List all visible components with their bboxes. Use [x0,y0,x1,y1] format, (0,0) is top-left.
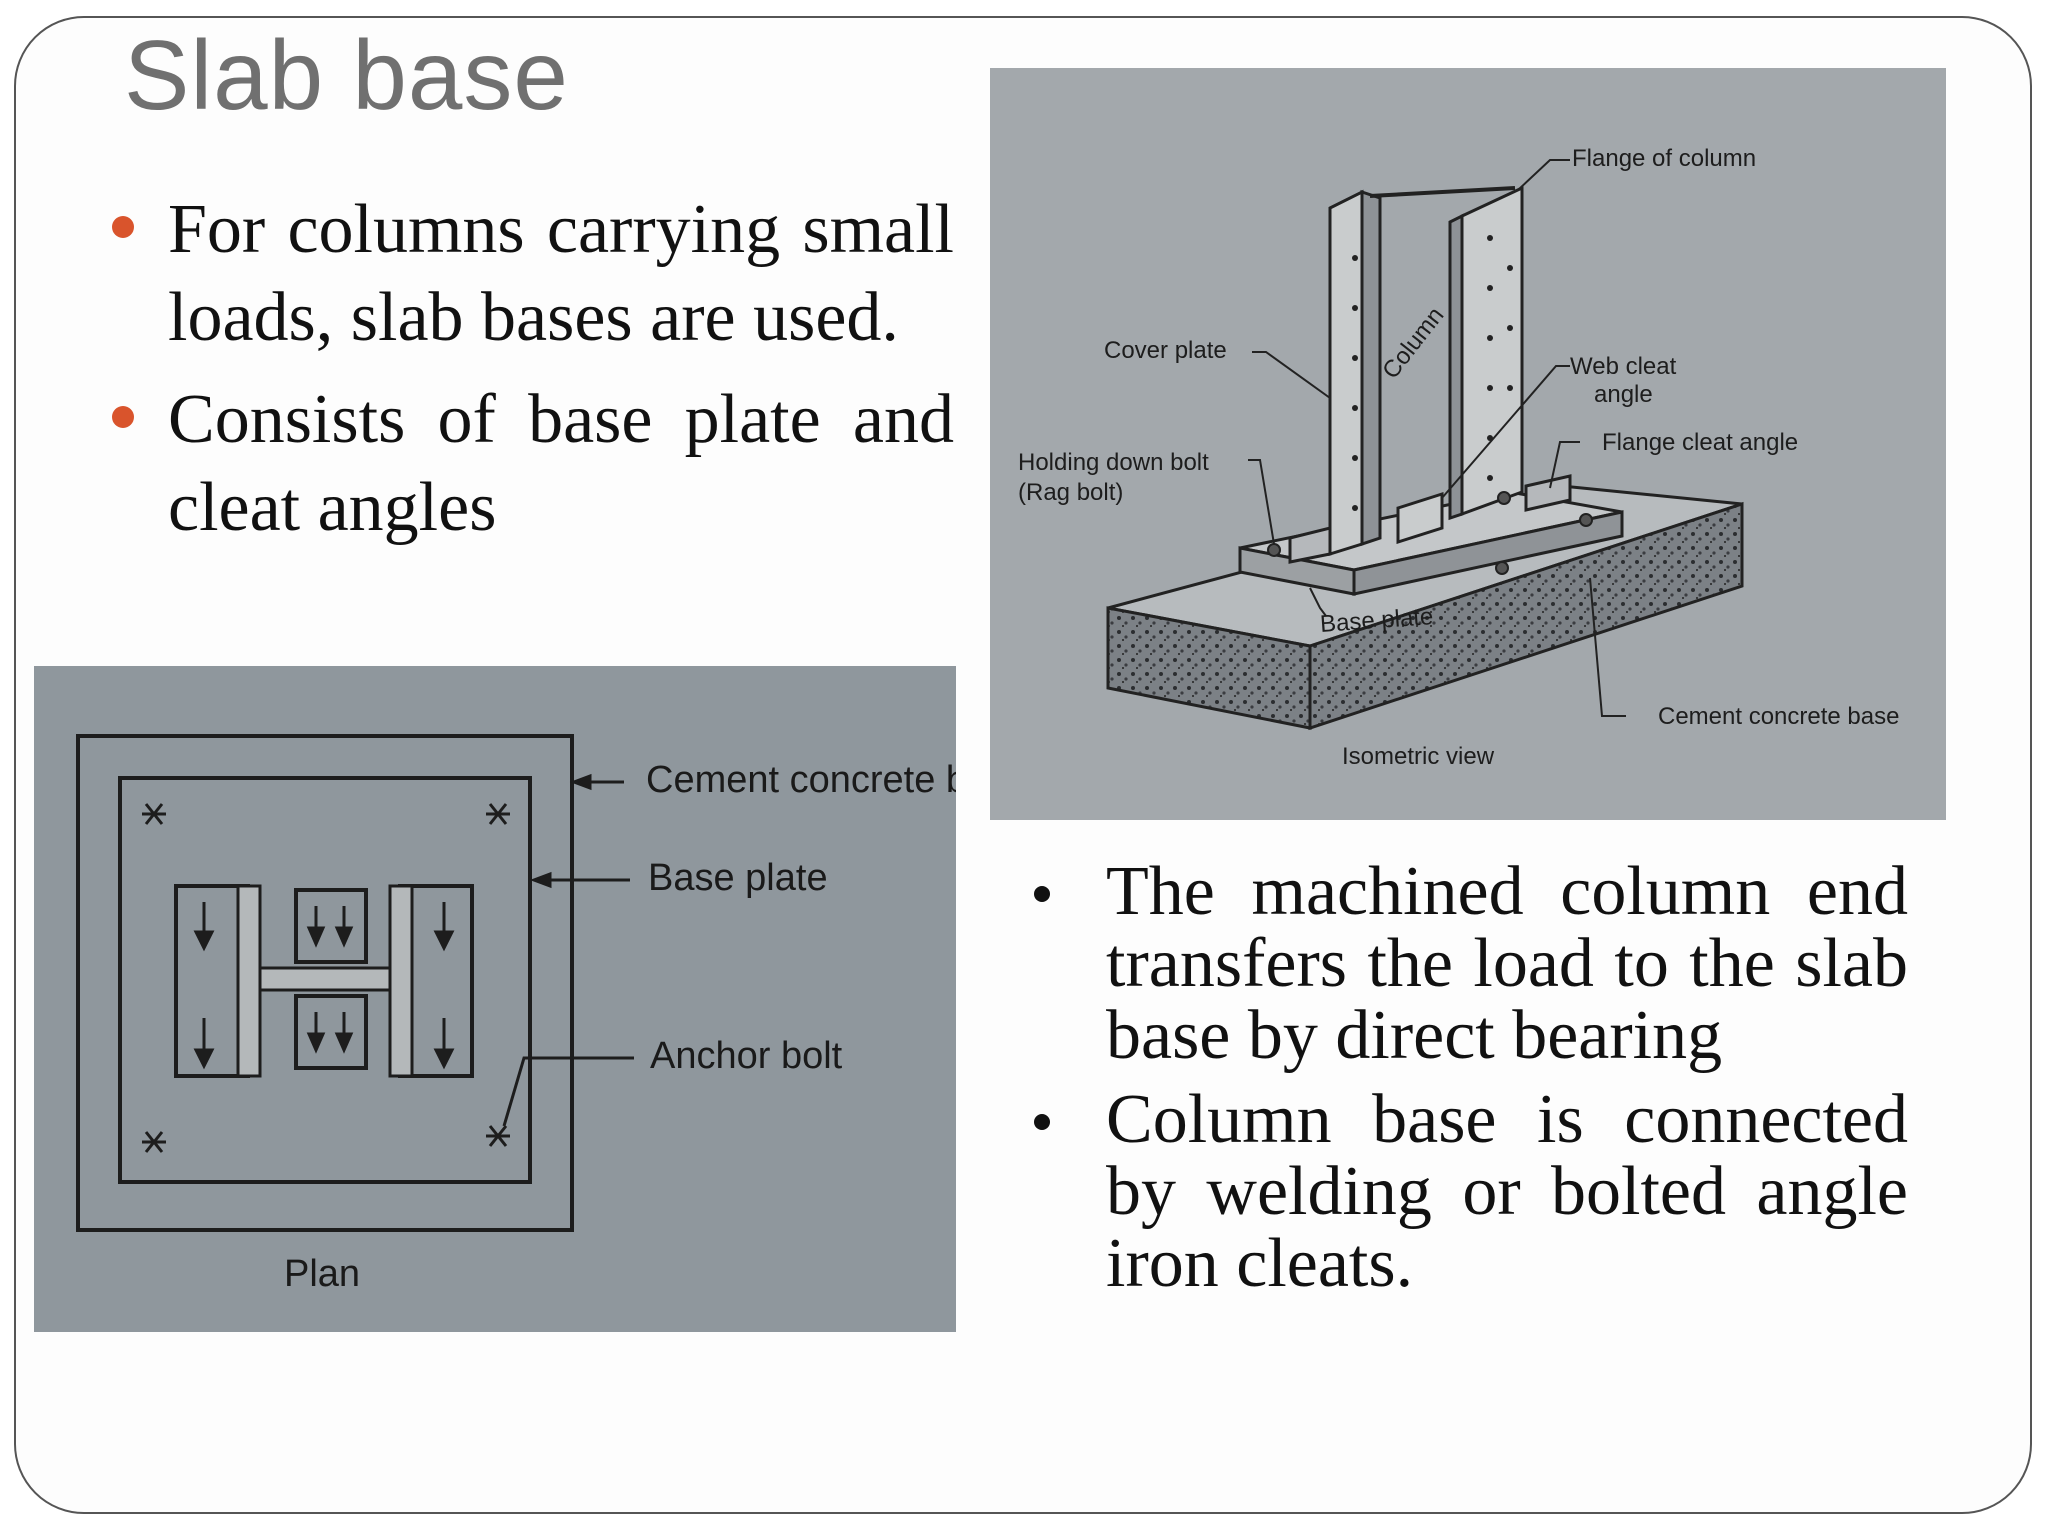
label-cement-concrete-base: Cement concrete base [1658,703,1900,730]
label-plan-base-plate: Base plate [648,857,828,899]
plan-drawing [76,734,634,1232]
isometric-view-figure: Flange of column Cover plate Column Web … [990,68,1946,820]
left-bullet-1: For columns carrying small loads, slab b… [104,186,954,362]
label-flange-of-column: Flange of column [1572,145,1757,172]
bullet-dot-icon [1034,1114,1050,1130]
label-cement-concrete: Cement concrete b [646,759,956,801]
label-plan: Plan [284,1253,361,1295]
label-web-cleat-angle: angle [1594,381,1653,408]
left-bullet-list: For columns carrying small loads, slab b… [104,186,954,566]
slide-title: Slab base [124,20,569,130]
right-bullet-list: The machined column end transfers the lo… [1020,856,1908,1312]
right-bullet-2: Column base is connected by welding or b… [1020,1084,1908,1300]
bullet-dot-icon [112,406,134,428]
label-isometric-view: Isometric view [1342,743,1495,770]
bullet-dot-icon [112,216,134,238]
label-anchor-bolt: Anchor bolt [650,1035,843,1077]
right-bullet-1: The machined column end transfers the lo… [1020,856,1908,1072]
label-web-cleat: Web cleat [1570,353,1677,380]
left-bullet-1-text: For columns carrying small loads, slab b… [168,191,954,356]
label-rag-bolt: (Rag bolt) [1018,479,1124,506]
isometric-drawing [1106,159,1744,731]
right-bullet-1-text: The machined column end transfers the lo… [1106,853,1908,1074]
right-bullet-2-text: Column base is connected by welding or b… [1106,1081,1908,1302]
left-bullet-2: Consists of base plate and cleat angles [104,376,954,552]
left-bullet-2-text: Consists of base plate and cleat angles [168,381,954,546]
label-holding-down-bolt: Holding down bolt [1018,449,1209,476]
plan-view-figure: Cement concrete b Base plate Anchor bolt… [34,666,956,1332]
bullet-dot-icon [1034,886,1050,902]
label-cover-plate: Cover plate [1104,337,1227,364]
label-flange-cleat-angle: Flange cleat angle [1602,429,1799,456]
